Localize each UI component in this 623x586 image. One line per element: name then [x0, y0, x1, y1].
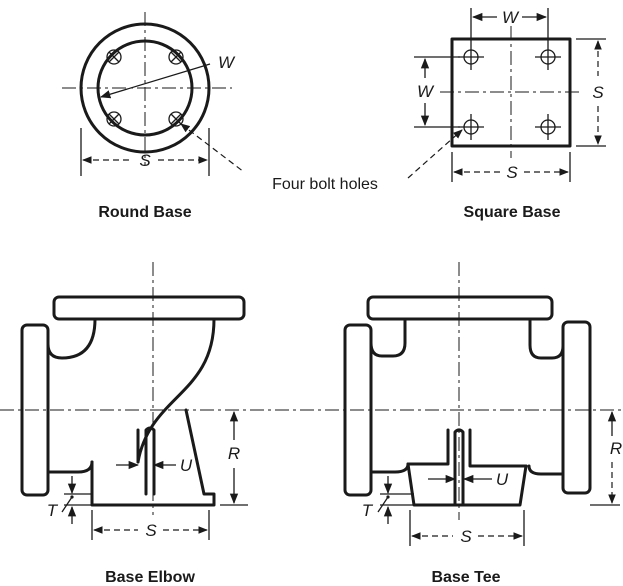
base-tee-right-flange	[561, 320, 592, 495]
base-tee-t-label: T	[362, 501, 374, 520]
square-base-bolt-holes	[458, 44, 561, 140]
base-tee-support-left	[406, 428, 450, 466]
base-tee-base-support	[406, 462, 528, 507]
base-tee-caption: Base Tee	[431, 569, 500, 586]
base-tee-left-flange	[343, 323, 373, 497]
base-tee-right-boss	[528, 317, 565, 360]
base-elbow-figure: U R T S Base Elbow	[20, 262, 248, 586]
base-elbow-t-leader	[61, 496, 73, 513]
base-tee-left-boss	[369, 317, 407, 358]
bolt-holes-leader-right	[407, 129, 463, 179]
round-base-w-label: W	[218, 53, 236, 72]
base-elbow-inner-curve	[46, 317, 97, 360]
base-tee-lower-left	[369, 462, 410, 474]
round-base-inner-circle	[96, 39, 194, 137]
four-bolt-holes-label: Four bolt holes	[272, 176, 378, 193]
base-elbow-base-support	[90, 408, 216, 507]
square-base-caption: Square Base	[464, 204, 561, 221]
base-elbow-lower-body	[46, 460, 94, 474]
round-base-figure: W S Round Base	[62, 12, 236, 221]
square-base-w-left-label: W	[417, 82, 435, 101]
round-base-bolt-holes	[106, 49, 184, 127]
base-elbow-support-web	[144, 426, 156, 496]
square-base-figure: W W S S Square Base	[414, 8, 606, 221]
base-tee-top-flange	[366, 295, 554, 321]
round-base-s-label: S	[139, 151, 151, 170]
base-elbow-top-flange	[52, 295, 246, 321]
bolt-holes-leader-left	[180, 123, 245, 173]
round-base-outer-circle	[79, 22, 211, 154]
base-elbow-t-label: T	[47, 501, 59, 520]
square-base-s-bottom-label: S	[506, 163, 518, 182]
round-base-w-dimension	[100, 63, 211, 99]
base-elbow-u-label: U	[180, 456, 193, 475]
base-elbow-t-dot	[70, 495, 74, 499]
base-tee-r-label: R	[610, 439, 622, 458]
base-tee-figure: U R T S Base Tee	[343, 262, 622, 586]
base-tee-t-leader	[377, 496, 389, 513]
base-elbow-left-flange	[20, 323, 50, 497]
base-tee-lower-right	[527, 464, 565, 476]
base-elbow-caption: Base Elbow	[105, 569, 195, 586]
base-tee-u-label: U	[496, 470, 509, 489]
base-tee-support-web	[453, 428, 465, 507]
base-elbow-throat-curve	[136, 317, 216, 464]
square-base-w-top-label: W	[502, 8, 520, 27]
base-tee-support-right	[468, 428, 528, 468]
base-elbow-s-label: S	[145, 521, 157, 540]
base-tee-s-label: S	[460, 527, 472, 546]
base-elbow-r-label: R	[228, 444, 240, 463]
square-base-s-right-label: S	[592, 83, 604, 102]
round-base-caption: Round Base	[98, 204, 191, 221]
base-tee-t-dot	[386, 495, 390, 499]
